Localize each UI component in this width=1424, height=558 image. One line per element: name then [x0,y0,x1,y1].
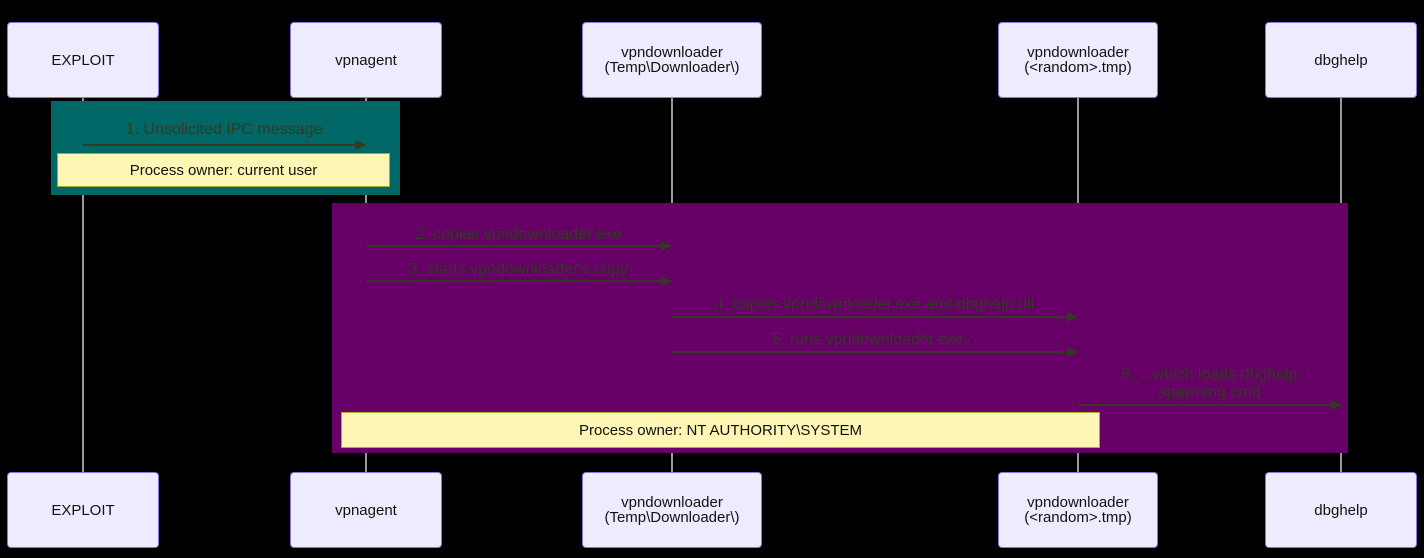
message-label-1: 1. Unsolicited IPC message [125,121,323,138]
participant-top-dbghelp[interactable]: dbghelp [1265,22,1417,98]
message-arrow-5[interactable] [672,347,1078,357]
arrowhead-icon [355,140,366,150]
note-current-user: Process owner: current user [57,153,390,187]
participant-bottom-exploit[interactable]: EXPLOIT [7,472,159,548]
note-system: Process owner: NT AUTHORITY\SYSTEM [341,412,1100,448]
message-label-6: 6. ...which loads dbghelp spawning cmd [1121,366,1298,401]
arrowhead-icon [1331,400,1342,410]
message-label-5: 5. runs vpndownloader.exe... [772,331,977,348]
message-arrow-4[interactable] [672,312,1078,322]
group-system [332,203,1348,453]
participant-bottom-downloader[interactable]: vpndownloader (Temp\Downloader\) [582,472,762,548]
participant-top-downloader[interactable]: vpndownloader (Temp\Downloader\) [582,22,762,98]
message-arrow-3[interactable] [366,276,672,286]
participant-top-vpnagent[interactable]: vpnagent [290,22,442,98]
message-label-2: 2. copies vpndownloader.exe [415,226,622,243]
arrowhead-icon [1067,312,1078,322]
arrowhead-icon [661,276,672,286]
arrowhead-icon [1067,347,1078,357]
participant-bottom-dbghelp[interactable]: dbghelp [1265,472,1417,548]
message-arrow-6[interactable] [1078,400,1342,410]
lifeline-exploit [82,96,84,472]
message-label-3: 3. starts vpndownloader's copy [408,261,629,278]
participant-bottom-vpnagent[interactable]: vpnagent [290,472,442,548]
participant-top-exploit[interactable]: EXPLOIT [7,22,159,98]
arrowhead-icon [661,241,672,251]
participant-bottom-randomtmp[interactable]: vpndownloader (<random>.tmp) [998,472,1158,548]
participant-top-randomtmp[interactable]: vpndownloader (<random>.tmp) [998,22,1158,98]
message-arrow-2[interactable] [366,241,672,251]
message-arrow-1[interactable] [83,140,366,150]
message-label-4: 4. copies vpndownloader.exe and dbghelp.… [714,296,1035,313]
